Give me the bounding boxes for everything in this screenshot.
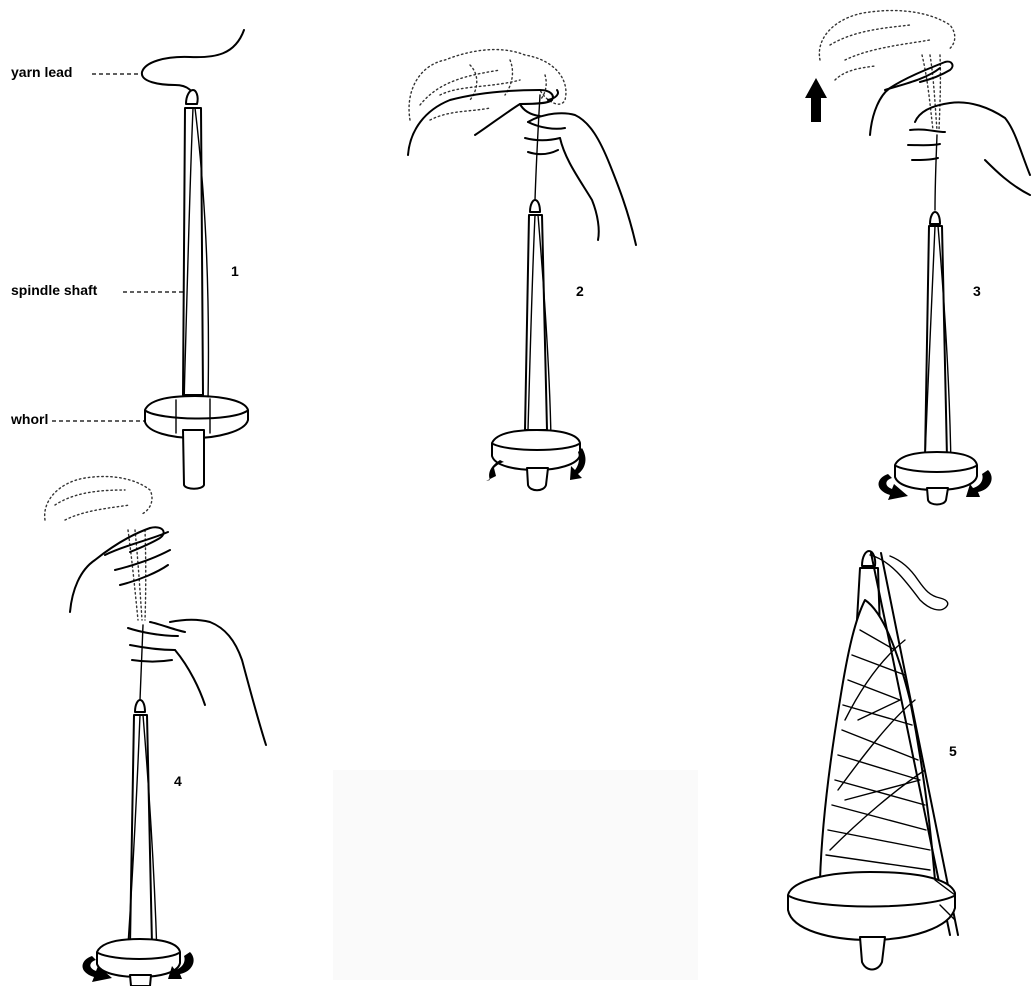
step-4-figure: [45, 477, 266, 986]
blank-panel: [333, 770, 698, 980]
step-number-5: 5: [949, 743, 957, 759]
label-spindle-shaft: spindle shaft: [11, 282, 98, 298]
step-number-2: 2: [576, 283, 584, 299]
step-2-figure: [408, 50, 636, 491]
step-number-1: 1: [231, 263, 239, 279]
lift-arrow: [805, 78, 827, 122]
step-number-3: 3: [973, 283, 981, 299]
step-1-figure: [142, 30, 248, 489]
step-5-figure: [788, 551, 958, 970]
label-yarn-lead: yarn lead: [11, 64, 72, 80]
step-3-figure: [805, 11, 1030, 505]
step-number-4: 4: [174, 773, 182, 789]
label-whorl: whorl: [10, 411, 48, 427]
